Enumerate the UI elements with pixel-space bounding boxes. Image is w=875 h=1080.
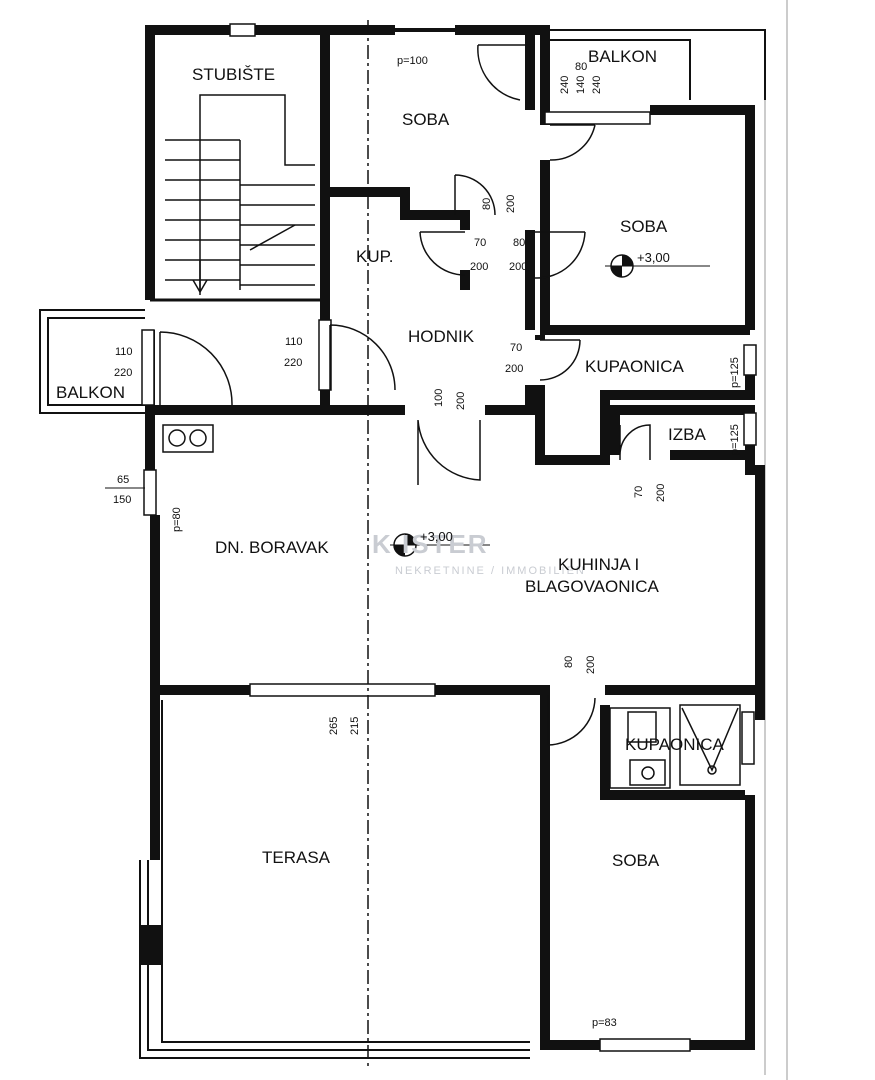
dim-door-70b: 70 — [510, 342, 522, 354]
staircase — [165, 94, 315, 295]
page-frame — [764, 0, 788, 1080]
dim-parapet-100: p=100 — [397, 55, 428, 67]
walls — [145, 25, 765, 1050]
dim-door-200g: 200 — [585, 656, 597, 674]
dim-parapet-125b: p=125 — [729, 424, 741, 455]
dim-door-110b: 110 — [285, 336, 303, 348]
room-label-bedroom-right: SOBA — [620, 217, 668, 236]
dim-door-200a: 200 — [505, 195, 517, 213]
room-label-hallway: HODNIK — [408, 327, 475, 346]
dim-window-215: 215 — [349, 717, 361, 735]
dim-door-80a: 80 — [481, 198, 493, 210]
room-label-living: DN. BORAVAK — [215, 538, 329, 557]
dim-door-100: 100 — [433, 389, 445, 407]
room-label-balcony-left: BALKON — [56, 383, 125, 402]
level-value-living: +3,00 — [420, 529, 453, 544]
dim-door-200b: 200 — [470, 261, 488, 273]
room-label-balcony-top: BALKON — [588, 47, 657, 66]
fixtures — [162, 424, 741, 789]
terrace-column — [140, 925, 162, 965]
room-label-bathroom-upper: KUPAONICA — [585, 357, 685, 376]
room-label-kitchen-line1: KUHINJA I — [558, 555, 639, 574]
dim-door-200c: 200 — [509, 261, 527, 273]
dim-window-240b: 240 — [591, 76, 603, 94]
room-label-small-bath: KUP. — [356, 247, 394, 266]
level-marker-living — [390, 533, 490, 557]
windows — [141, 23, 757, 1052]
room-label-bedroom-top: SOBA — [402, 110, 450, 129]
dim-window-65: 65 — [117, 474, 129, 486]
dim-window-140: 140 — [575, 76, 587, 94]
room-label-storage: IZBA — [668, 425, 706, 444]
level-marker-bedroom — [605, 254, 710, 278]
dim-balcony-80: 80 — [575, 61, 587, 73]
dim-door-80c: 80 — [563, 656, 575, 668]
dim-door-70c: 70 — [633, 486, 645, 498]
dim-door-200f: 200 — [655, 484, 667, 502]
dim-window-265: 265 — [328, 717, 340, 735]
room-label-terrace: TERASA — [262, 848, 331, 867]
dim-door-70a: 70 — [474, 237, 486, 249]
dim-door-220a: 220 — [114, 367, 132, 379]
dim-parapet-83: p=83 — [592, 1017, 617, 1029]
watermark-brand: K ISTER — [372, 529, 489, 559]
room-label-stairs: STUBIŠTE — [192, 65, 275, 84]
watermark-subtitle: NEKRETNINE / IMMOBILIEN — [395, 565, 586, 577]
dim-door-80b: 80 — [513, 237, 525, 249]
dim-door-200d: 200 — [505, 363, 523, 375]
level-value-bedroom: +3,00 — [637, 250, 670, 265]
room-label-bedroom-bottom: SOBA — [612, 851, 660, 870]
room-label-bathroom-lower: KUPAONICA — [625, 735, 725, 754]
dim-door-220b: 220 — [284, 357, 302, 369]
doors — [159, 44, 651, 746]
dim-parapet-125a: p=125 — [729, 357, 741, 388]
dim-door-200e: 200 — [455, 392, 467, 410]
balconies — [39, 29, 766, 414]
dim-window-150: 150 — [113, 494, 131, 506]
terrace-railing — [139, 700, 530, 1059]
dim-parapet-80: p=80 — [171, 507, 183, 532]
dim-window-240a: 240 — [559, 76, 571, 94]
room-label-kitchen-line2: BLAGOVAONICA — [525, 577, 659, 596]
dim-door-110a: 110 — [115, 346, 133, 358]
